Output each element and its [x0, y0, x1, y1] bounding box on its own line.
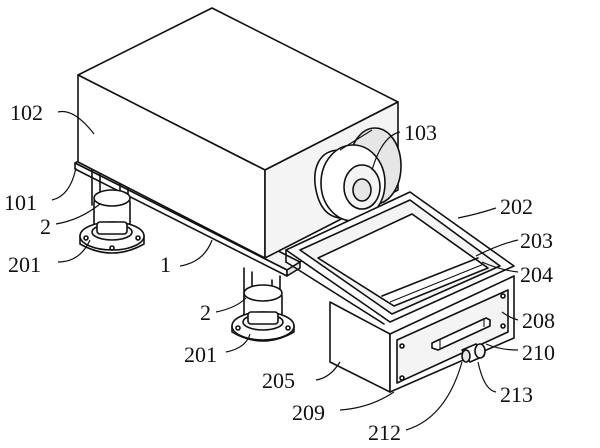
- label-209: 209: [292, 400, 325, 425]
- label-203: 203: [520, 228, 553, 253]
- label-102: 102: [10, 100, 43, 125]
- label-2-rear: 2: [40, 214, 51, 239]
- label-103: 103: [404, 120, 437, 145]
- support-leg-front: [231, 267, 295, 342]
- reference-labels: 102 101 2 201 1 103 202 203 204 208 2 20…: [4, 100, 555, 445]
- label-212: 212: [368, 420, 401, 445]
- label-2-front: 2: [200, 300, 211, 325]
- label-208: 208: [522, 308, 555, 333]
- leader-lines: [51, 110, 519, 431]
- label-213: 213: [500, 382, 533, 407]
- label-201-front: 201: [184, 342, 217, 367]
- label-1: 1: [160, 252, 171, 277]
- motor: [314, 127, 402, 222]
- support-leg-rear: [79, 167, 145, 254]
- label-101: 101: [4, 190, 37, 215]
- label-204: 204: [520, 262, 553, 287]
- drawer-box: [329, 275, 515, 393]
- hopper: [285, 191, 515, 325]
- label-210: 210: [522, 340, 555, 365]
- label-201-rear: 201: [8, 252, 41, 277]
- label-205: 205: [262, 368, 295, 393]
- label-202: 202: [500, 194, 533, 219]
